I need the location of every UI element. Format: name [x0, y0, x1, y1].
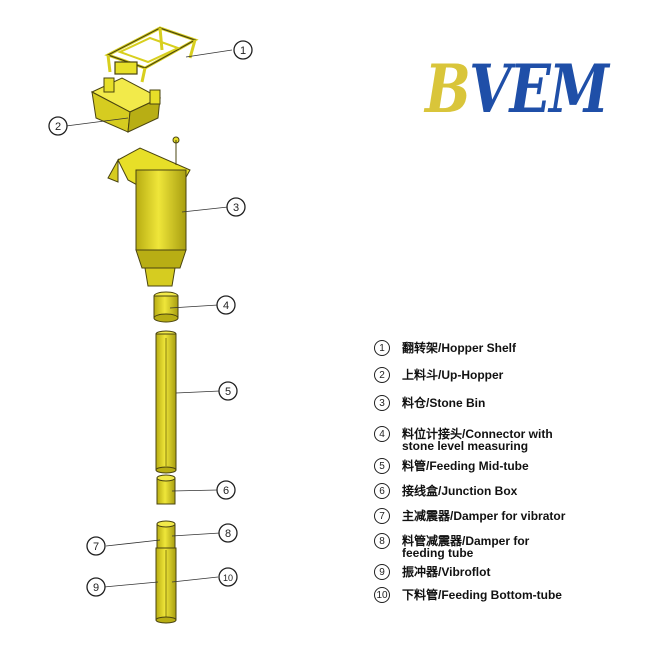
callout-circle	[233, 40, 253, 60]
legend-item: 5 料管/Feeding Mid-tube	[374, 458, 649, 474]
callout-circle	[48, 116, 68, 136]
legend-number: 4	[374, 426, 390, 442]
legend-number: 8	[374, 533, 390, 549]
connector-part	[153, 291, 179, 323]
stone-bin-part	[107, 136, 191, 287]
damper-parts	[156, 520, 176, 549]
legend-number: 2	[374, 367, 390, 383]
callout-circle	[218, 381, 238, 401]
legend-number: 7	[374, 508, 390, 524]
callout-number: 10	[223, 573, 233, 583]
callout-number: 2	[55, 121, 61, 133]
legend-label: 料位计接头/Connector with stone level measuri…	[402, 427, 553, 453]
legend-item: 7 主减震器/Damper for vibrator	[374, 508, 649, 524]
legend-item: 4 料位计接头/Connector with stone level measu…	[374, 426, 649, 452]
callout-number: 5	[225, 386, 231, 398]
up-hopper-part	[90, 77, 162, 133]
legend-label: 下料管/Feeding Bottom-tube	[402, 588, 562, 602]
callout-circle	[218, 523, 238, 543]
callout-number: 8	[225, 528, 231, 540]
hopper-shelf-part	[104, 26, 199, 83]
callout-circle	[216, 295, 236, 315]
legend-item: 6 接线盒/Junction Box	[374, 483, 649, 499]
callout-circle	[216, 480, 236, 500]
legend-item: 9 振冲器/Vibroflot	[374, 564, 649, 580]
legend-number: 3	[374, 395, 390, 411]
legend-item: 3 料仓/Stone Bin	[374, 395, 649, 411]
callout-circles: 1 2 3 4 5 6 7 8 9 10	[48, 40, 253, 597]
callout-circle	[86, 536, 106, 556]
leader-lines	[65, 49, 233, 588]
legend-label: 料管/Feeding Mid-tube	[402, 459, 529, 473]
legend-number: 6	[374, 483, 390, 499]
callout-circle	[218, 567, 238, 587]
callout-number: 6	[223, 485, 229, 497]
legend-item: 10 下料管/Feeding Bottom-tube	[374, 587, 649, 603]
legend-number: 9	[374, 564, 390, 580]
feeding-mid-tube-part	[155, 330, 177, 474]
legend-number: 1	[374, 340, 390, 356]
vibroflot-part	[155, 547, 177, 624]
callout-number: 7	[93, 541, 99, 553]
legend-number: 5	[374, 458, 390, 474]
legend-label: 接线盒/Junction Box	[402, 484, 518, 498]
legend-label: 上料斗/Up-Hopper	[402, 368, 504, 382]
legend-label: 振冲器/Vibroflot	[402, 565, 491, 579]
legend-item: 2 上料斗/Up-Hopper	[374, 367, 649, 383]
legend-item: 1 翻转架/Hopper Shelf	[374, 340, 649, 356]
legend-number: 10	[374, 587, 390, 603]
callout-number: 4	[223, 300, 229, 312]
legend-item: 8 料管减震器/Damper for feeding tube	[374, 533, 649, 559]
legend-label: 翻转架/Hopper Shelf	[402, 341, 517, 355]
callout-number: 1	[240, 45, 246, 57]
legend-label: 主减震器/Damper for vibrator	[402, 509, 566, 523]
callout-circle	[86, 577, 106, 597]
callout-number: 3	[233, 202, 239, 214]
logo-first-letter: B	[425, 50, 471, 128]
logo-rest-letters: VEM	[469, 50, 609, 128]
legend-label: 料管减震器/Damper for feeding tube	[402, 534, 530, 560]
callout-number: 9	[93, 582, 99, 594]
legend-label: 料仓/Stone Bin	[402, 396, 486, 410]
junction-box-part	[156, 474, 176, 505]
callout-circle	[226, 197, 246, 217]
